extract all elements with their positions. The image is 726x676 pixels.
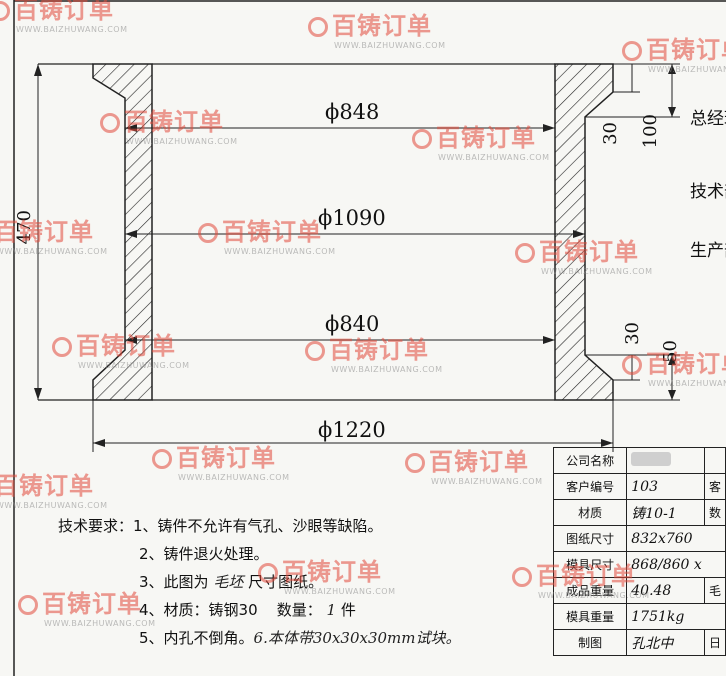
- table-row: 制图 孔北中 日: [552, 629, 726, 656]
- redacted-company-name: [631, 452, 672, 466]
- table-row: 图纸尺寸 832x760: [552, 525, 726, 552]
- table-row: 材质 铸10-1 数: [552, 499, 726, 526]
- table-cell-extra: 毛: [703, 577, 726, 604]
- table-cell-label: 客户编号: [552, 473, 628, 500]
- right-wall-section: [554, 63, 614, 401]
- requirement-3-handwritten: 毛坯: [213, 573, 244, 591]
- requirement-5: 5、内孔不倒角。: [139, 629, 254, 647]
- quantity-unit: 件: [340, 601, 356, 619]
- requirements-title: 技术要求：: [58, 517, 134, 535]
- table-row: 客户编号 103 客: [552, 473, 726, 500]
- table-cell-extra: 客: [703, 473, 726, 500]
- table-cell-label: 图纸尺寸: [552, 525, 628, 552]
- table-row: 模具尺寸 868/860 x: [552, 551, 726, 578]
- dim-diameter-1220: ϕ1220: [318, 418, 386, 442]
- label-production-dept: 生产部: [690, 241, 726, 261]
- dim-height-50: 50: [660, 340, 681, 363]
- left-wall-section: [92, 63, 153, 401]
- table-cell-value: 铸10-1: [626, 499, 705, 526]
- dim-diameter-848: ϕ848: [325, 100, 380, 124]
- quantity-label: 数量：: [276, 601, 322, 619]
- table-cell-label: 模具重量: [552, 603, 628, 630]
- table-cell-label: 制图: [552, 629, 628, 656]
- table-cell-value: 832x760: [626, 525, 726, 552]
- dim-height-30-bottom: 30: [622, 322, 643, 345]
- table-cell-value: 1751kg: [626, 603, 726, 630]
- table-cell-label: 公司名称: [552, 447, 628, 474]
- table-cell-value: 孔北中: [626, 629, 705, 656]
- table-cell-label: 材质: [552, 499, 628, 526]
- requirement-3: 3、此图为: [139, 573, 209, 591]
- dim-height-470: 470: [14, 210, 35, 245]
- requirement-4: 4、材质：铸钢30: [139, 601, 258, 619]
- table-cell-extra: 日: [703, 629, 726, 656]
- dim-diameter-840: ϕ840: [325, 312, 380, 336]
- table-cell-value: 868/860 x: [626, 551, 726, 578]
- table-row: 成品重量 40.48 毛: [552, 577, 726, 604]
- label-general-manager: 总经理: [690, 109, 726, 129]
- table-row: 公司名称: [552, 447, 726, 474]
- table-row: 模具重量 1751kg: [552, 603, 726, 630]
- table-cell-value: 103: [626, 473, 705, 500]
- dim-height-30-top: 30: [600, 122, 621, 145]
- table-cell-extra: [703, 447, 726, 474]
- requirement-3-suffix: 尺寸图纸。: [248, 573, 324, 591]
- requirement-2: 2、铸件退火处理。: [139, 545, 269, 563]
- table-cell-label: 成品重量: [552, 577, 628, 604]
- dim-height-100: 100: [640, 114, 661, 149]
- table-cell-label: 模具尺寸: [552, 551, 628, 578]
- requirement-6-handwritten: 6.本体带30x30x30mm试块。: [253, 629, 461, 647]
- title-block-table: 公司名称 客户编号 103 客 材质 铸10-1 数 图纸尺寸 832x760 …: [552, 447, 726, 656]
- quantity-value: 1: [326, 601, 337, 619]
- table-cell-value: [626, 447, 705, 474]
- technical-requirements: 技术要求：1、铸件不允许有气孔、沙眼等缺陷。 2、铸件退火处理。 3、此图为 毛…: [58, 512, 461, 652]
- label-tech-dept: 技术部: [690, 182, 726, 202]
- requirement-1: 1、铸件不允许有气孔、沙眼等缺陷。: [133, 517, 383, 535]
- dim-diameter-1090: ϕ1090: [318, 206, 386, 230]
- table-cell-extra: 数: [703, 499, 726, 526]
- table-cell-value: 40.48: [626, 577, 705, 604]
